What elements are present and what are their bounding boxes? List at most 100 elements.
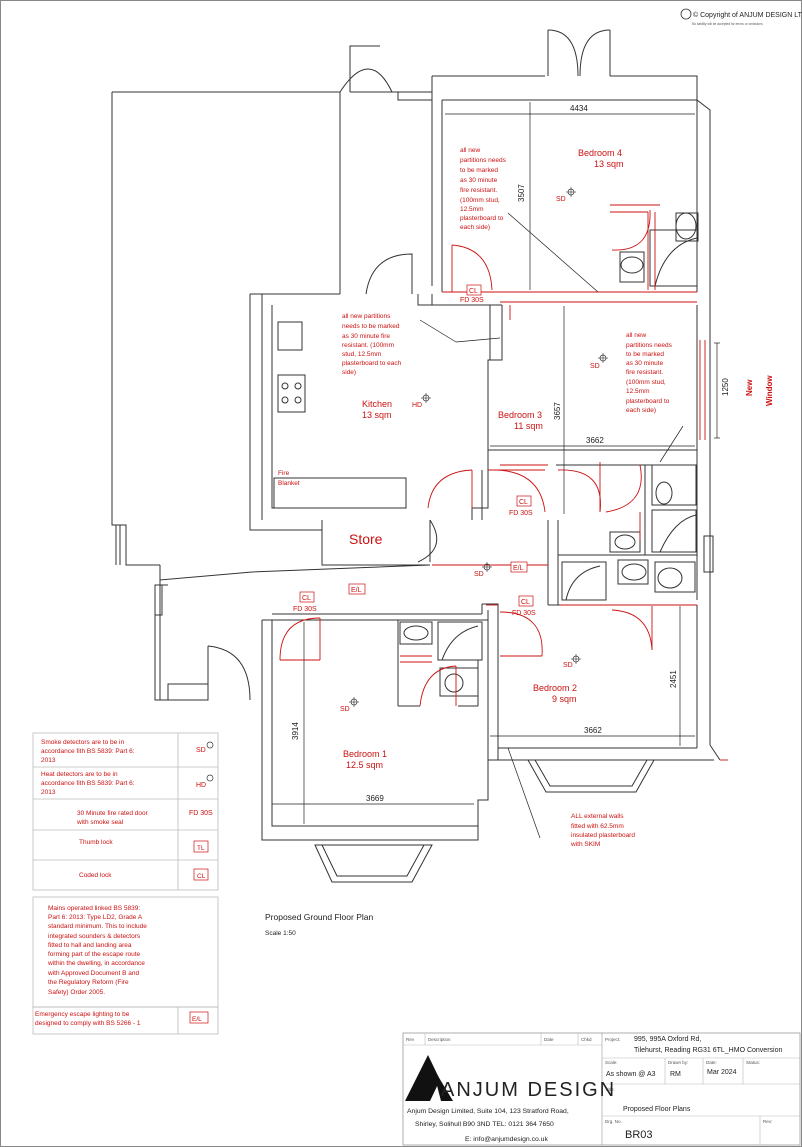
svg-text:plasterboard to each: plasterboard to each: [342, 360, 402, 367]
svg-text:1250: 1250: [721, 378, 730, 396]
svg-text:3662: 3662: [586, 436, 604, 445]
svg-text:Chkd: Chkd: [581, 1037, 592, 1042]
svg-text:all new: all new: [626, 332, 647, 339]
svg-text:to be marked: to be marked: [626, 351, 664, 358]
svg-text:SD: SD: [196, 747, 206, 754]
svg-text:13 sqm: 13 sqm: [362, 410, 392, 420]
coded-lock-b2: CL: [518, 595, 534, 607]
svg-text:side): side): [342, 369, 356, 376]
svg-text:CL: CL: [302, 595, 311, 602]
svg-text:as 30 minute: as 30 minute: [460, 177, 498, 184]
svg-text:SD: SD: [556, 196, 566, 203]
svg-text:Date:: Date:: [706, 1060, 717, 1065]
svg-text:Proposed Floor Plans: Proposed Floor Plans: [623, 1106, 691, 1113]
dimension-text: 4434 3507 3662 3657 1250 New Window 3662…: [291, 104, 774, 803]
svg-text:as 30 minute fire: as 30 minute fire: [342, 333, 390, 340]
svg-text:No liability will be accepted: No liability will be accepted for errors…: [692, 22, 763, 26]
svg-text:Thumb lock: Thumb lock: [79, 839, 113, 846]
svg-text:fire resistant.: fire resistant.: [626, 369, 663, 376]
svg-text:Smoke detectors are to be in: Smoke detectors are to be in: [41, 739, 124, 746]
svg-text:E/L: E/L: [192, 1016, 202, 1023]
svg-text:3662: 3662: [584, 726, 602, 735]
svg-text:12.5mm: 12.5mm: [626, 388, 649, 395]
svg-text:forming part of the escape rou: forming part of the escape route: [48, 951, 141, 958]
heat-detector-kitchen: HD: [412, 393, 431, 409]
fire-door-b2: FD 30S: [512, 610, 536, 617]
new-partitions: [279, 204, 728, 761]
svg-text:Part 6: 2013: Type LD2, Grade: Part 6: 2013: Type LD2, Grade A: [48, 914, 143, 921]
svg-text:CL: CL: [521, 599, 530, 606]
mains-note-box: Mains operated linked BS 5839: Part 6: 2…: [32, 896, 219, 1008]
svg-text:designed to comply with BS 526: designed to comply with BS 5266 - 1: [35, 1020, 141, 1027]
svg-text:with Approved Document B and: with Approved Document B and: [47, 970, 139, 977]
svg-text:Mains operated linked BS 5839:: Mains operated linked BS 5839:: [48, 905, 140, 912]
anjum-design-logo: ANJUM DESIGN: [405, 1055, 614, 1101]
svg-text:plasterboard to: plasterboard to: [626, 398, 670, 405]
smoke-detector-hall: SD: [474, 562, 492, 578]
svg-text:3669: 3669: [366, 794, 384, 803]
svg-text:Tilehurst, Reading RG31 6TL_HM: Tilehurst, Reading RG31 6TL_HMO Conversi…: [634, 1047, 782, 1054]
svg-text:E: info@anjumdesign.co.uk: E: info@anjumdesign.co.uk: [465, 1136, 548, 1143]
room-labels: Bedroom 4 13 sqm Kitchen 13 sqm Bedroom …: [343, 148, 624, 770]
svg-text:Scale:: Scale:: [605, 1060, 618, 1065]
svg-text:integrated sounders & detector: integrated sounders & detectors: [48, 933, 141, 940]
svg-text:13 sqm: 13 sqm: [594, 159, 624, 169]
svg-text:3914: 3914: [291, 722, 300, 740]
svg-text:all new partitions: all new partitions: [342, 313, 391, 320]
svg-text:accordance fith BS 5839: Part: accordance fith BS 5839: Part 6:: [41, 780, 135, 787]
svg-text:2451: 2451: [669, 670, 678, 688]
smoke-detector-b2: SD: [563, 654, 581, 669]
plan-scale: Scale 1:50: [265, 930, 296, 937]
svg-text:accordance fith BS 5839: Part: accordance fith BS 5839: Part 6:: [41, 748, 135, 755]
svg-text:Title:: Title:: [605, 1087, 615, 1092]
plan-title: Proposed Ground Floor Plan: [265, 912, 373, 922]
svg-text:Bedroom 1: Bedroom 1: [343, 749, 387, 759]
svg-text:the Regulatory Reform (Fire: the Regulatory Reform (Fire: [48, 979, 129, 986]
svg-text:E/L: E/L: [351, 587, 362, 594]
svg-text:Store: Store: [349, 531, 383, 547]
svg-text:insulated plasterboard: insulated plasterboard: [571, 832, 635, 839]
svg-text:Project:: Project:: [605, 1037, 620, 1042]
svg-text:BR03: BR03: [625, 1129, 653, 1141]
svg-text:3657: 3657: [553, 402, 562, 420]
svg-text:Date: Date: [544, 1037, 554, 1042]
svg-text:SD: SD: [563, 662, 573, 669]
detector-symbols: SD SD HD SD SD SD CL FD 30S CL FD 30S CL…: [293, 187, 608, 713]
svg-text:12.5mm: 12.5mm: [460, 206, 483, 213]
svg-text:3507: 3507: [517, 184, 526, 202]
svg-text:Bedroom 2: Bedroom 2: [533, 683, 577, 693]
svg-text:Safety) Order 2005.: Safety) Order 2005.: [48, 989, 105, 996]
svg-text:Bedroom 4: Bedroom 4: [578, 148, 622, 158]
svg-text:Anjum Design Limited, Suite 1: Anjum Design Limited, Suite 104, 123 Str…: [407, 1108, 569, 1115]
svg-text:partitions needs: partitions needs: [626, 342, 673, 349]
svg-text:all new: all new: [460, 147, 481, 154]
svg-text:12.5 sqm: 12.5 sqm: [346, 760, 383, 770]
legend-table: Smoke detectors are to be in accordance …: [32, 732, 219, 891]
svg-text:fitted to hall and landing are: fitted to hall and landing area: [48, 942, 132, 949]
svg-text:Mar 2024: Mar 2024: [707, 1069, 737, 1076]
svg-text:CL: CL: [519, 499, 528, 506]
copyright: © Copyright of ANJUM DESIGN LTD No liabi…: [680, 8, 802, 26]
svg-text:needs to be marked: needs to be marked: [342, 323, 400, 330]
svg-text:(100mm stud,: (100mm stud,: [626, 379, 666, 386]
svg-text:Coded lock: Coded lock: [79, 872, 112, 879]
dimension-lines: [272, 102, 720, 839]
fire-door-b3: FD 30S: [509, 510, 533, 517]
svg-text:Fire: Fire: [278, 470, 290, 477]
emergency-light-1: E/L: [348, 583, 366, 595]
coded-lock-b3: CL: [516, 495, 532, 507]
title-block: Rev Description Date Chkd Project: Scale…: [402, 1032, 801, 1146]
svg-text:partitions needs: partitions needs: [460, 157, 507, 164]
svg-text:11 sqm: 11 sqm: [514, 421, 543, 431]
svg-text:stud, 12.5mm: stud, 12.5mm: [342, 351, 381, 358]
svg-text:Window: Window: [765, 375, 774, 406]
svg-text:Heat detectors are to be in: Heat detectors are to be in: [41, 771, 118, 778]
note-partition-b4: all new partitions needs to be marked as…: [460, 147, 507, 231]
svg-text:each side): each side): [626, 407, 656, 414]
svg-text:E/L: E/L: [513, 565, 524, 572]
walls: [111, 29, 721, 883]
svg-text:Emergency escape lighting to b: Emergency escape lighting to be: [35, 1011, 130, 1018]
svg-text:fire resistant.: fire resistant.: [460, 187, 497, 194]
svg-text:plasterboard to: plasterboard to: [460, 215, 504, 222]
note-partition-kitchen: all new partitions needs to be marked as…: [342, 313, 402, 376]
